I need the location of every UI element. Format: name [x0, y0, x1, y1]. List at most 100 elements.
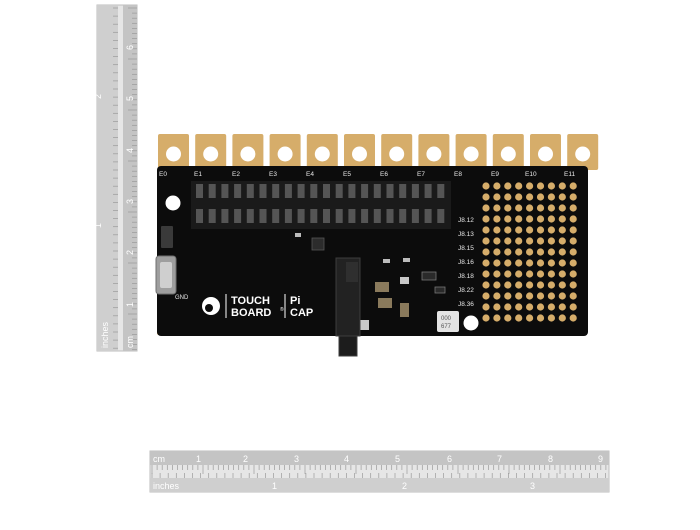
- logo-cap: CAP: [290, 307, 313, 319]
- electrode-label: E6: [380, 171, 388, 178]
- proto-pad: [547, 281, 556, 289]
- proto-pad: [482, 204, 490, 212]
- proto-pad: [547, 193, 556, 201]
- mounting-hole: [165, 195, 181, 211]
- header-pin: [208, 209, 216, 223]
- header-pin: [386, 209, 394, 223]
- proto-pad: [482, 259, 490, 267]
- proto-pad: [547, 270, 556, 278]
- horizontal-ruler: cm 1 2 3 4 5 6 7 8 9 inches 1 2 3: [149, 450, 610, 493]
- audio-jack-barrel: [338, 335, 358, 357]
- proto-pad: [493, 292, 501, 300]
- ruler-cm-number: 2: [243, 454, 248, 464]
- ruler-cm-label: cm: [153, 454, 165, 464]
- proto-pad: [482, 303, 490, 311]
- proto-pad: [569, 270, 577, 278]
- proto-pad: [536, 193, 545, 201]
- logo-line-board: BOARD: [231, 307, 271, 319]
- proto-pad: [482, 270, 490, 278]
- electrode-label: E0: [159, 171, 167, 178]
- ruler-cm-number: 9: [598, 454, 603, 464]
- proto-pad: [504, 292, 512, 300]
- proto-pad: [493, 193, 501, 201]
- proto-pad: [504, 193, 512, 201]
- proto-pad: [569, 193, 577, 201]
- ruler-cm-label: cm: [125, 336, 135, 348]
- ruler-cm-number: 1: [196, 454, 201, 464]
- electrode-pad-hole: [538, 146, 553, 162]
- proto-pad: [558, 215, 566, 223]
- proto-pad: [493, 303, 501, 311]
- electrode-label: E1: [194, 171, 202, 178]
- proto-pad: [558, 292, 566, 300]
- electrode-pad-hole: [426, 146, 442, 162]
- proto-pad: [558, 270, 566, 278]
- proto-pad: [482, 292, 490, 300]
- proto-pad: [536, 237, 545, 245]
- electrode-pad-hole: [277, 146, 293, 162]
- electrode-tabs: [158, 134, 599, 170]
- proto-pad: [547, 303, 556, 311]
- gpio-header-pins: [196, 184, 445, 223]
- proto-pad: [482, 226, 490, 234]
- proto-pad: [526, 215, 534, 223]
- proto-pad: [569, 259, 577, 267]
- proto-pad: [515, 226, 523, 234]
- proto-pad: [547, 292, 556, 300]
- ruler-inch-number: 3: [530, 481, 535, 491]
- proto-pad: [482, 237, 490, 245]
- proto-pad: [536, 204, 545, 212]
- proto-pad: [547, 259, 556, 267]
- proto-pad: [515, 303, 523, 311]
- component: [400, 303, 409, 317]
- proto-pad: [558, 204, 566, 212]
- header-pin: [221, 209, 229, 223]
- proto-pad: [536, 259, 545, 267]
- proto-pad: [526, 303, 534, 311]
- proto-pad: [504, 204, 512, 212]
- proto-pad: [526, 226, 534, 234]
- header-labels: J8.12 J8.13 J8.15 J8.16 J8.18 J8.22 J8.3…: [458, 217, 474, 308]
- proto-pad: [515, 314, 523, 322]
- proto-pad: [547, 182, 556, 190]
- electrode-label: E5: [343, 171, 351, 178]
- proto-pad: [515, 270, 523, 278]
- proto-pad: [493, 259, 501, 267]
- electrode-label: E10: [525, 171, 537, 178]
- header-pin: [310, 209, 318, 223]
- proto-pad: [504, 226, 512, 234]
- header-pin: [284, 209, 292, 223]
- header-pin: [399, 209, 407, 223]
- proto-pad: [504, 248, 512, 256]
- proto-pad: [526, 292, 534, 300]
- header-pin: [411, 209, 419, 223]
- electrode-label: E3: [269, 171, 277, 178]
- proto-pad: [493, 204, 501, 212]
- header-pin: [386, 184, 394, 198]
- proto-pad: [493, 182, 501, 190]
- header-pin: [323, 209, 330, 223]
- electrode-pad-hole: [500, 146, 516, 162]
- header-pin: [297, 209, 305, 223]
- proto-pad: [536, 226, 545, 234]
- header-pin: [221, 184, 229, 198]
- ruler-cm-number: 5: [395, 454, 400, 464]
- electrode-labels: E0 E1 E2 E3 E4 E5 E6 E7 E8 E9 E10 E11: [159, 171, 575, 178]
- proto-pad: [558, 226, 566, 234]
- proto-pad: [482, 314, 490, 322]
- ruler-cm-number: 3: [294, 454, 299, 464]
- proto-pad: [558, 314, 566, 322]
- header-pin: [234, 209, 242, 223]
- header-pin: [259, 209, 267, 223]
- proto-pad: [504, 314, 512, 322]
- header-pin: [335, 209, 343, 223]
- header-pin: [437, 184, 445, 198]
- header-pin: [284, 184, 292, 198]
- proto-pad: [558, 237, 566, 245]
- cm-strip: [123, 5, 137, 351]
- proto-pad: [504, 259, 512, 267]
- ruler-cm-number: 1: [125, 302, 135, 307]
- ruler-inch-number: 1: [93, 223, 103, 228]
- proto-pad: [526, 237, 534, 245]
- slide-switch: [161, 226, 173, 248]
